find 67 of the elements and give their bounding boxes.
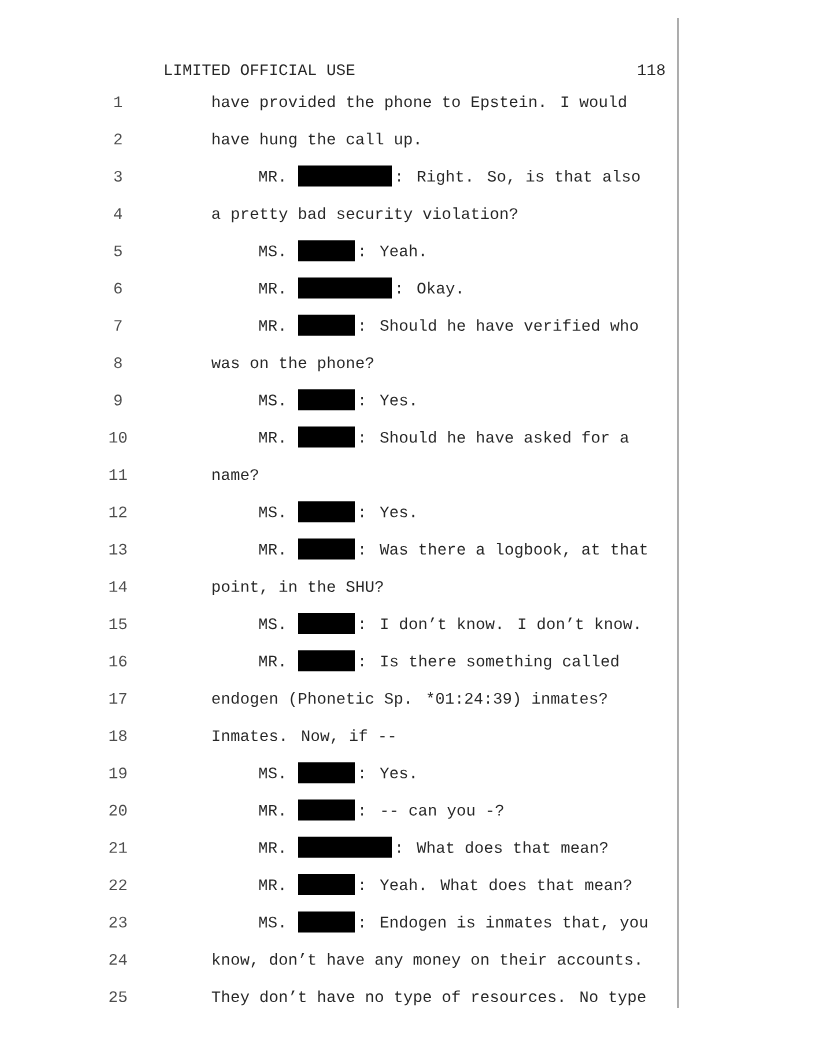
transcript-line: : Was there a logbook, at that [361,542,647,558]
line-number: 10 [109,431,127,443]
transcript-line: They don’t have no type of resources. No type [211,990,646,1006]
transcript-line: : Yeah. What does that mean? [361,878,632,891]
line-number: 17 [109,693,127,704]
line-number: 14 [109,581,127,592]
speaker-label: MS. [259,618,284,630]
speaker-label: MR. [259,655,284,667]
transcript-line: was on the phone? [211,356,374,372]
transcript-line: : Right. So, is that also [398,170,640,185]
transcript-line: name? [212,469,259,481]
line-number: 21 [109,842,127,853]
line-number: 5 [114,245,122,257]
line-number: 1 [114,96,122,107]
transcript-line: : Okay. [398,281,461,297]
line-number: 6 [114,282,122,294]
transcript-line: : Yes. [361,767,415,779]
speaker-label: MR. [259,171,284,182]
line-number: 23 [109,916,127,928]
speaker-label: MR. [259,842,284,853]
line-number: 9 [114,394,122,406]
transcript-line: : Yes. [361,394,415,406]
transcript-line: : Yeah. [361,244,424,257]
transcript-line: : Is there something called [361,654,619,670]
transcript-line: point, in the SHU? [212,580,383,596]
line-number: 15 [109,618,127,630]
line-number: 19 [109,767,127,779]
speaker-label: MR. [259,432,284,443]
transcript-line: have provided the phone to Epstein. I would [212,95,626,111]
page-header: LIMITED OFFICIAL USE [165,64,355,76]
line-number: 7 [114,320,122,331]
transcript-line: have hung the call up. [212,132,419,148]
line-number: 4 [114,208,122,219]
transcript-line: : Yes. [361,506,415,518]
speaker-label: MR. [259,320,284,331]
speaker-label: MS. [259,394,284,406]
transcript-line: : What does that mean? [398,841,608,853]
transcript-line: endogen (Phonetic Sp. *01:24:39) inmates? [212,692,607,707]
transcript-line: a pretty bad security violation? [212,207,518,223]
line-number: 20 [109,804,127,816]
transcript-line: : Should he have asked for a [361,431,629,443]
line-number: 8 [114,357,122,369]
speaker-label: MS. [259,767,284,779]
transcript-line: know, don’t have any money on their accounts. [213,953,640,968]
line-number: 16 [109,655,127,667]
line-number: 2 [114,133,122,145]
line-number: 24 [109,953,127,965]
transcript-line: Inmates. Now, if -- [212,729,395,744]
line-number: 25 [109,991,127,1003]
speaker-label: MR. [259,805,284,816]
line-number: 13 [109,543,127,555]
line-number: 22 [109,879,127,891]
transcript-line: : Should he have verified who [361,319,638,331]
speaker-label: MR. [259,879,284,891]
line-number: 3 [114,170,122,182]
speaker-label: MS. [259,506,284,518]
speaker-label: MR. [259,543,284,555]
transcript-line: : -- can you -? [361,804,504,819]
speaker-label: MR. [259,282,284,294]
transcript-line: : Endogen is inmates that, you [361,915,648,931]
line-number: 11 [109,469,127,480]
line-number: 18 [109,730,127,742]
line-number: 12 [109,506,127,518]
speaker-label: MS. [259,245,284,257]
speaker-label: MS. [259,916,284,928]
page-number: 118 [638,64,665,76]
transcript-line: : I don’t know. I don’t know. [361,617,639,630]
